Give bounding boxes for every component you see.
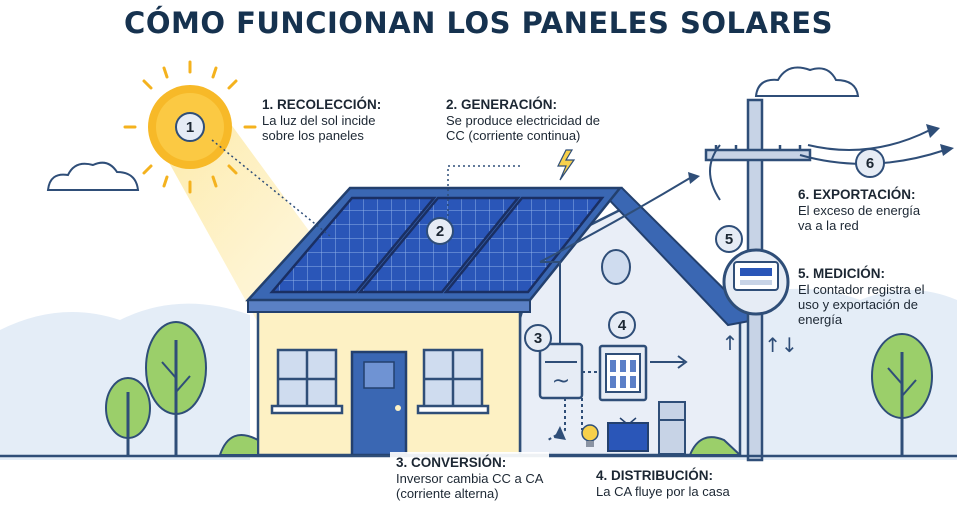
badge-5-number: 5 [725,231,733,248]
badge-2 [426,217,454,245]
fridge-icon [658,401,686,455]
step-2-heading: 2. GENERACIÓN: [446,97,558,112]
badge-3-number: 3 [534,330,542,347]
step-5-line-1: El contador registra el [798,282,925,297]
step-1-label: 1. RECOLECCIÓN: La luz del sol incide so… [262,97,381,143]
step-2-line-1: Se produce electricidad de [446,113,600,128]
bidirectional-arrows-symbol: ↑↓ [764,333,798,357]
badge-6 [855,148,885,178]
step-1-heading: 1. RECOLECCIÓN: [262,97,382,112]
badge-4-number: 4 [618,317,627,334]
badge-6-number: 6 [866,155,874,172]
step-3-label: 3. CONVERSIÓN: Inversor cambia CC a CA (… [390,452,550,504]
step-6-label: 6. EXPORTACIÓN: El exceso de energía va … [798,187,920,233]
up-arrow-symbol: ↑ [722,331,739,355]
step-5-label: 5. MEDICIÓN: El contador registra el uso… [798,266,924,327]
badge-2-number: 2 [436,223,444,240]
tv-icon [607,417,649,452]
step-4-label: 4. DISTRIBUCIÓN: La CA fluye por la casa [596,468,730,499]
badge-4 [608,311,636,339]
badge-3 [524,324,552,352]
step-6-line-2: va a la red [798,218,859,233]
inverter-icon [538,342,584,400]
window [270,348,344,415]
cloud-icon [46,161,140,191]
lightning-icon [557,149,576,181]
badge-1 [175,112,205,142]
step-2-label: 2. GENERACIÓN: Se produce electricidad d… [446,97,600,143]
breaker-panel-icon [598,344,648,402]
tree-icon [105,377,151,455]
door [350,350,408,457]
cloud-icon [754,66,860,97]
step-3-heading: 3. CONVERSIÓN: [396,455,507,470]
step-4-line-1: La CA fluye por la casa [596,484,730,499]
badge-5 [715,225,743,253]
step-1-line-1: La luz del sol incide [262,113,376,128]
step-2-line-2: CC (corriente continua) [446,128,581,143]
step-1-line-2: sobre los paneles [262,128,364,143]
lightbulb-icon [581,424,599,447]
step-4-heading: 4. DISTRIBUCIÓN: [596,468,714,483]
window [416,348,490,415]
step-3-line-1: Inversor cambia CC a CA [396,471,544,486]
tree-icon [871,333,933,455]
meter-icon [722,248,790,316]
solar-panels [269,196,605,294]
step-5-line-2: uso y exportación de [798,297,918,312]
page-title: CÓMO FUNCIONAN LOS PANELES SOLARES [124,6,833,40]
ac-wave-symbol: ~ [552,369,570,394]
badge-1-number: 1 [186,119,194,136]
step-5-heading: 5. MEDICIÓN: [798,266,886,281]
step-6-line-1: El exceso de energía [798,203,921,218]
step-3-line-2: (corriente alterna) [396,486,499,501]
step-6-heading: 6. EXPORTACIÓN: [798,187,916,202]
step-5-line-3: energía [798,312,843,327]
tree-icon [145,321,207,455]
